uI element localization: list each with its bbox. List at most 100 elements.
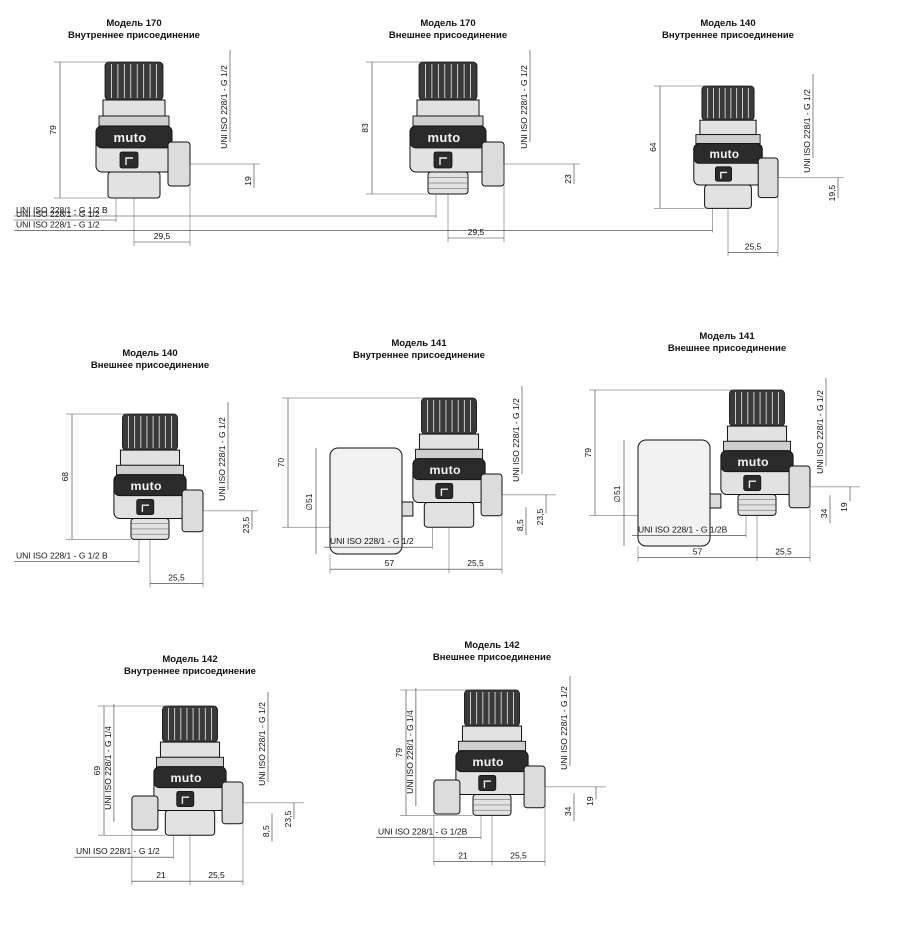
model-subtitle: Внутреннее присоединение xyxy=(662,30,794,41)
model-subtitle: Внешнее присоединение xyxy=(91,360,209,371)
flow-arrow-icon xyxy=(435,482,454,499)
valve-hex-band xyxy=(412,115,484,127)
model-title: Модель 140 xyxy=(122,348,177,359)
valve-hex-band xyxy=(458,740,527,752)
flow-arrow-icon xyxy=(478,775,497,792)
model-subtitle: Внутреннее присоединение xyxy=(68,30,200,41)
side-dimension-label-2: 34 xyxy=(819,508,829,518)
brand-logo: muto xyxy=(428,130,461,145)
side-dimension-label: 19 xyxy=(839,502,849,512)
width-dimension-label: 25,5 xyxy=(168,572,185,582)
valve-neck xyxy=(102,99,166,117)
height-dimension-label: 69 xyxy=(92,766,102,776)
brand-logo: muto xyxy=(131,479,163,493)
bottom-thread-label: UNI ISO 228/1 - G 1/2B xyxy=(638,524,728,534)
valve-logo-plate xyxy=(720,450,794,473)
side-dimension-label: 19,5 xyxy=(827,185,837,202)
valve-logo-plate xyxy=(153,766,227,789)
side-outlet-port xyxy=(523,765,546,809)
flow-arrow-icon xyxy=(119,151,139,169)
flow-arrow-icon xyxy=(743,474,762,491)
flow-arrow-glyph xyxy=(720,171,728,179)
gauge-dimension-label: 57 xyxy=(693,546,703,556)
top-thread-label: UNI ISO 228/1 - G 1/2 xyxy=(219,65,229,149)
brand-logo: muto xyxy=(738,455,770,469)
valve-neck xyxy=(418,433,480,450)
flow-arrow-glyph xyxy=(483,780,492,788)
model-subtitle: Внешнее присоединение xyxy=(668,343,786,354)
left-port-quarter-inch xyxy=(131,795,159,831)
bottom-thread-label: UNI ISO 228/1 - G 1/2 B xyxy=(16,205,108,215)
width-dimension-label: 25,5 xyxy=(510,850,527,860)
bottom-thread-label: UNI ISO 228/1 - G 1/2 B xyxy=(16,550,108,560)
valve-cap xyxy=(418,61,478,101)
side-dimension-label-2: 8,5 xyxy=(515,519,525,531)
side-dimension-label-2: 8,5 xyxy=(261,825,271,837)
flow-arrow-icon xyxy=(715,166,733,182)
side-dimension-label: 19 xyxy=(243,176,253,186)
top-thread-label: UNI ISO 228/1 - G 1/2 xyxy=(519,65,529,149)
valve-logo-plate xyxy=(113,474,187,497)
flow-arrow-icon xyxy=(176,791,195,808)
valve-cap xyxy=(122,413,178,451)
flow-arrow-glyph xyxy=(440,488,449,496)
pressure-gauge xyxy=(637,439,711,547)
valve-cap xyxy=(104,61,164,101)
side-dimension-label: 23,5 xyxy=(241,517,251,534)
height-dimension-label: 83 xyxy=(360,123,370,133)
side-outlet-port xyxy=(757,157,779,199)
model-title: Модель 141 xyxy=(391,338,447,349)
side-dimension-label: 19 xyxy=(585,796,595,806)
valve-logo-plate xyxy=(95,125,173,149)
height-dimension-label: 79 xyxy=(48,125,58,135)
brand-logo: muto xyxy=(114,130,147,145)
flow-arrow-glyph xyxy=(141,504,150,512)
model-title: Модель 140 xyxy=(700,18,755,29)
valve-logo-plate xyxy=(412,458,486,481)
gauge-dimension-label: 57 xyxy=(385,558,395,568)
valve-hex-band xyxy=(415,448,484,460)
top-thread-label: UNI ISO 228/1 - G 1/2 xyxy=(511,398,521,482)
valve-logo-plate xyxy=(693,143,763,164)
valve-logo-plate xyxy=(455,750,529,773)
left-dimension-label: 21 xyxy=(156,870,166,880)
flow-arrow-glyph xyxy=(439,157,447,165)
side-outlet-port xyxy=(480,473,503,517)
pressure-gauge xyxy=(329,447,403,555)
side-outlet-port xyxy=(788,465,811,509)
gauge-connector xyxy=(709,493,722,509)
side-outlet-port xyxy=(167,141,191,187)
bottom-thread-label: UNI ISO 228/1 - G 1/2 xyxy=(16,209,100,219)
flow-arrow-glyph xyxy=(748,480,757,488)
height-dimension-label: 70 xyxy=(276,458,286,468)
model-title: Модель 170 xyxy=(106,18,161,29)
valve-cap xyxy=(729,389,785,427)
valve-neck xyxy=(119,449,181,466)
bottom-thread-label: UNI ISO 228/1 - G 1/2B xyxy=(378,826,468,836)
brand-logo: muto xyxy=(171,771,203,785)
diameter-dimension-label: ∅51 xyxy=(304,493,314,510)
model-title: Модель 141 xyxy=(699,331,755,342)
bottom-thread-label: UNI ISO 228/1 - G 1/2 xyxy=(16,219,100,229)
valve-neck xyxy=(726,425,788,442)
width-dimension-label: 29,5 xyxy=(468,227,485,237)
valve-neck xyxy=(416,99,480,117)
bottom-inlet xyxy=(107,171,161,199)
model-title: Модель 142 xyxy=(162,654,217,665)
model-subtitle: Внутреннее присоединение xyxy=(353,350,485,361)
valve-neck xyxy=(461,725,523,742)
flow-arrow-glyph xyxy=(125,157,133,165)
top-thread-label: UNI ISO 228/1 - G 1/2 xyxy=(802,89,812,173)
left-thread-label: UNI ISO 228/1 - G 1/4 xyxy=(405,710,415,794)
brand-logo: muto xyxy=(430,463,462,477)
top-thread-label: UNI ISO 228/1 - G 1/2 xyxy=(257,702,267,786)
valve-cap xyxy=(421,397,477,435)
width-dimension-label: 25,5 xyxy=(208,870,225,880)
valve-hex-band xyxy=(115,464,184,476)
